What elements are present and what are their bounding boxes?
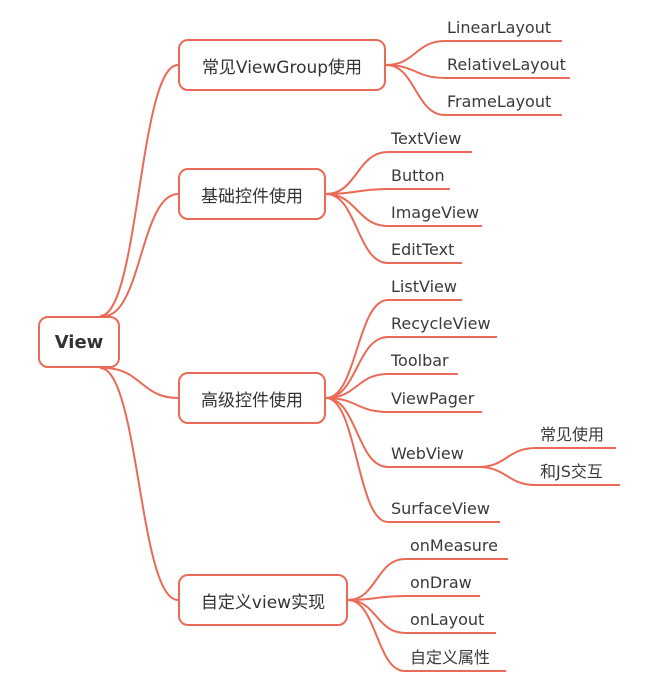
connector-webview-sub-1 [477,466,537,486]
connector-b2-leaf-0 [325,299,389,399]
connector-b3-leaf-3 [347,599,406,672]
leaf-toolbar: Toolbar [391,351,449,370]
connector-b0-leaf-0 [385,40,446,66]
leaf-recycleview: RecycleView [391,314,491,333]
leaf-ondraw: onDraw [410,573,472,592]
leaf-webview-common-use: 常见使用 [540,425,605,444]
leaf-linearlayout: LinearLayout [447,18,552,37]
leaf-textview: TextView [391,129,462,148]
leaf-button: Button [391,166,445,185]
leaf-edittext: EditText [391,240,455,259]
leaf-onmeasure: onMeasure [410,536,498,555]
branch-node-basic-widgets: 基础控件使用 [178,168,326,220]
leaf-listview: ListView [391,277,457,296]
leaf-framelayout: FrameLayout [447,92,552,111]
leaf-surfaceview: SurfaceView [391,499,490,518]
connector-b0-leaf-2 [385,64,446,116]
leaf-onlayout: onLayout [410,610,485,629]
connector-b2-leaf-4 [325,397,389,468]
connector-b1-leaf-3 [325,193,389,264]
connector-b1-leaf-2 [325,193,389,227]
branch-node-viewgroup: 常见ViewGroup使用 [178,39,386,91]
connector-b3-leaf-0 [347,558,406,601]
connector-root-branch-2 [103,367,179,399]
branch-node-advanced-widgets: 高级控件使用 [178,372,326,424]
connector-b2-leaf-1 [325,336,389,399]
root-node-view: View [38,316,120,368]
connector-b1-leaf-0 [325,151,389,195]
connector-root-branch-3 [99,367,179,601]
branch-node-custom-view: 自定义view实现 [178,574,348,626]
leaf-custom-attrs: 自定义属性 [410,648,491,667]
connector-b3-leaf-2 [347,599,406,634]
leaf-webview: WebView [391,444,464,463]
connector-root-branch-0 [99,64,179,317]
connector-root-branch-1 [103,193,179,317]
leaf-relativelayout: RelativeLayout [447,55,566,74]
connector-webview-sub-0 [477,447,537,468]
leaf-imageview: ImageView [391,203,480,222]
connector-b2-leaf-5 [325,397,389,523]
leaf-webview-js-interaction: 和JS交互 [540,462,603,481]
connector-b2-leaf-3 [325,397,389,413]
leaf-viewpager: ViewPager [391,389,475,408]
connector-b2-leaf-2 [325,373,389,399]
